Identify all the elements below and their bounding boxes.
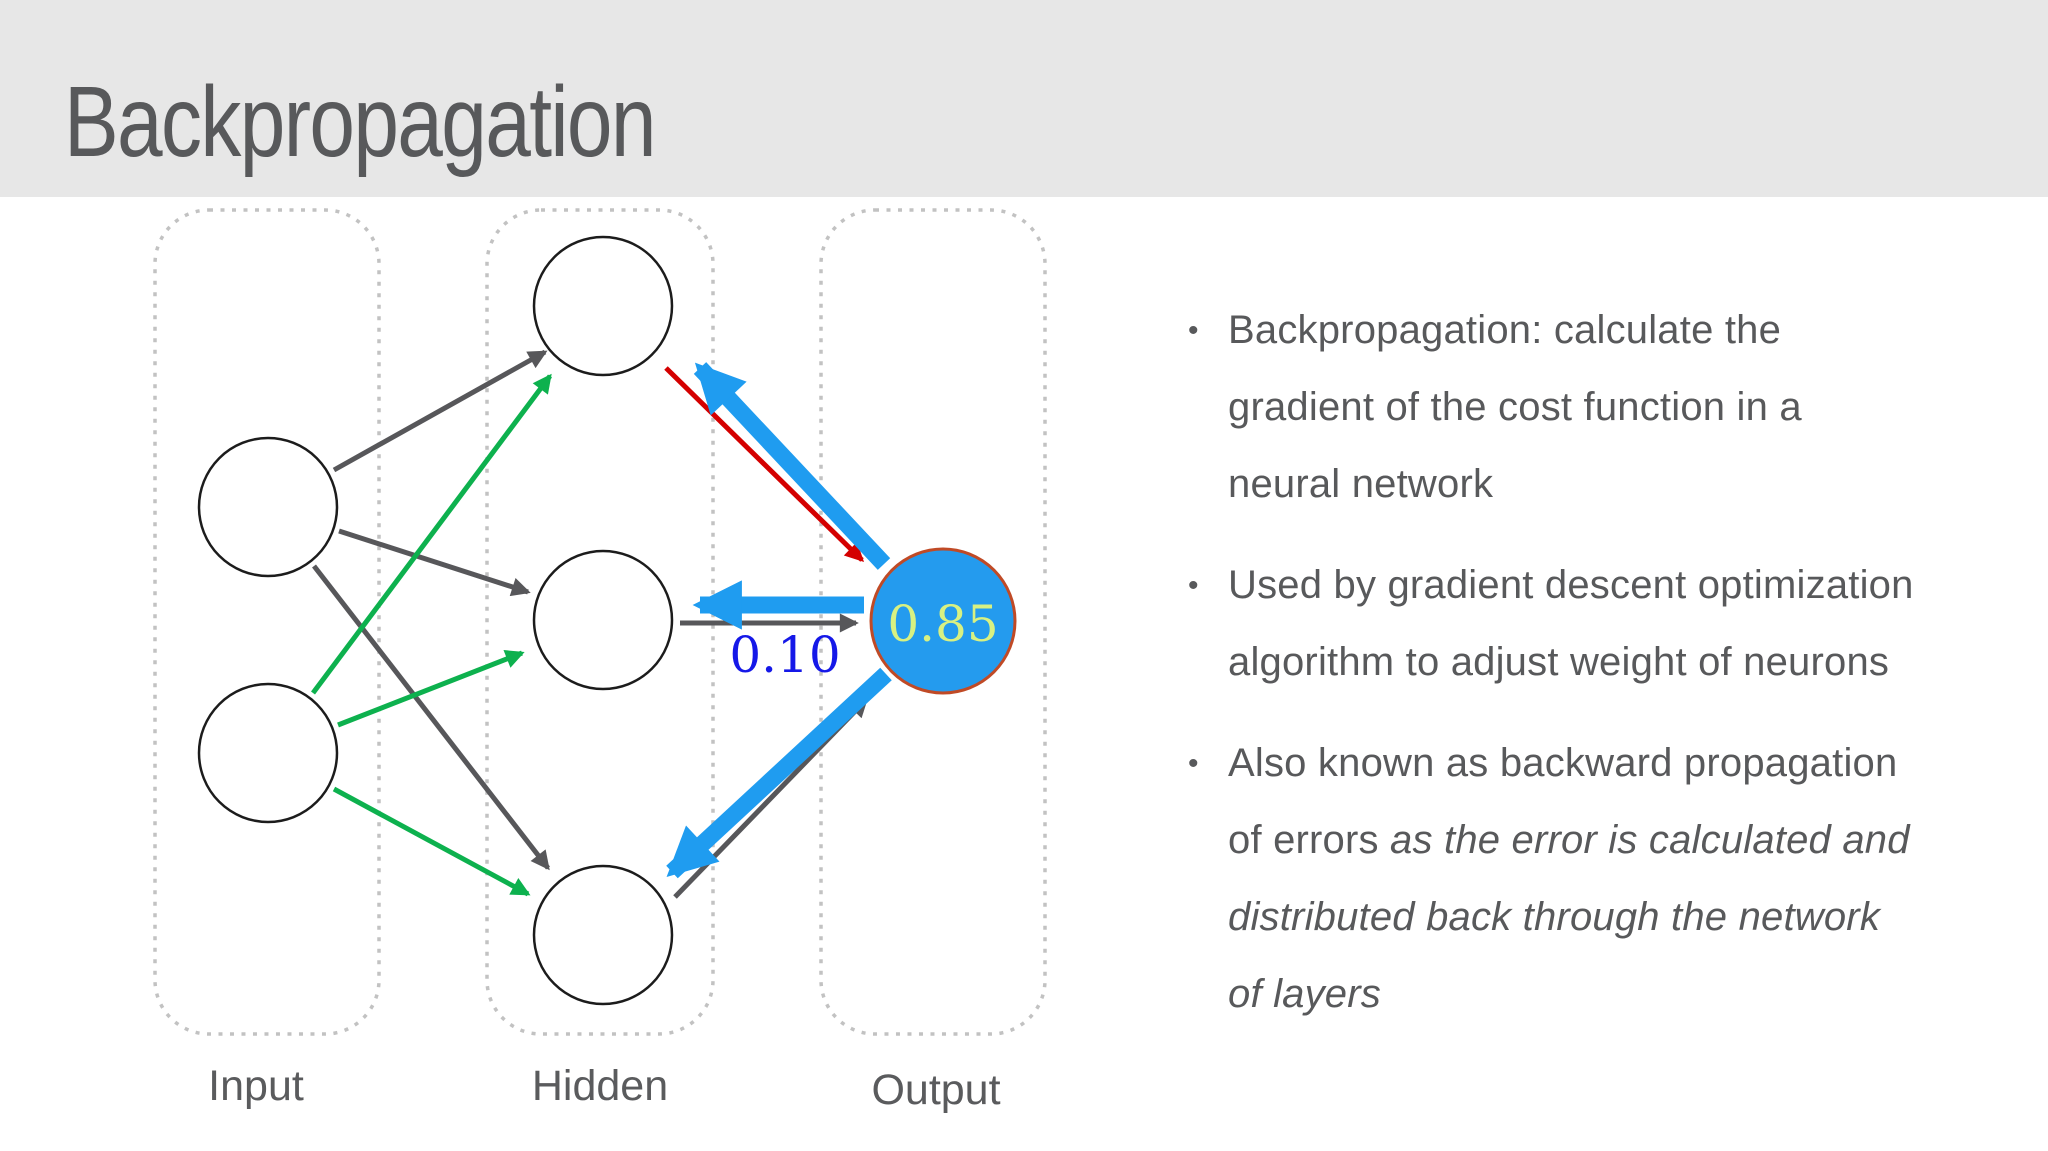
hidden-node-1	[532, 235, 674, 377]
input-node-1	[197, 436, 339, 578]
hidden-layer-box	[485, 208, 715, 1036]
slide-header: Backpropagation	[0, 0, 2048, 197]
bullet-text-3: Also known as backward propagation of er…	[1228, 725, 1910, 1033]
bullet-text-3-regular: Also known as backward propagation of er…	[1228, 741, 1898, 862]
bullet-item-2: • Used by gradient descent optimization …	[1188, 547, 2018, 701]
hidden-node-2	[532, 549, 674, 691]
edge-input2-hidden1	[310, 373, 553, 695]
edge-input1-hidden3	[312, 564, 550, 871]
input-node-2	[197, 682, 339, 824]
edge-input2-hidden3	[332, 786, 531, 897]
edge-input2-hidden2	[337, 650, 525, 728]
hidden-node-3	[532, 864, 674, 1006]
bullet-item-3: • Also known as backward propagation of …	[1188, 725, 2018, 1033]
weight-value-label: 0.10	[729, 626, 840, 684]
input-layer-label: Input	[208, 1062, 304, 1110]
bullet-item-1: • Backpropagation: calculate the gradien…	[1188, 292, 2018, 523]
bullet-marker: •	[1188, 569, 1199, 602]
slide-title: Backpropagation	[64, 66, 656, 178]
hidden-layer-label: Hidden	[531, 1062, 669, 1110]
bullet-marker: •	[1188, 747, 1199, 780]
bullet-marker: •	[1188, 314, 1199, 347]
edge-output-hidden3-backprop	[666, 667, 892, 879]
output-value-label: 0.85	[887, 595, 998, 653]
edge-input1-hidden2	[338, 528, 531, 597]
bullet-text-1: Backpropagation: calculate the gradient …	[1228, 308, 1802, 506]
output-layer-label: Output	[871, 1066, 1001, 1114]
input-layer-box	[153, 208, 381, 1036]
edge-output-hidden1-backprop	[693, 362, 891, 570]
edge-input1-hidden1	[332, 349, 548, 473]
bullet-text-3-italic: as the error is calculated and distribut…	[1228, 818, 1910, 1016]
edge-hidden1-output-error	[664, 366, 865, 562]
bullet-text-2: Used by gradient descent optimization al…	[1228, 563, 1914, 684]
output-node	[869, 547, 1017, 695]
bullet-list: • Backpropagation: calculate the gradien…	[1188, 292, 2018, 1057]
output-layer-box	[819, 208, 1047, 1036]
